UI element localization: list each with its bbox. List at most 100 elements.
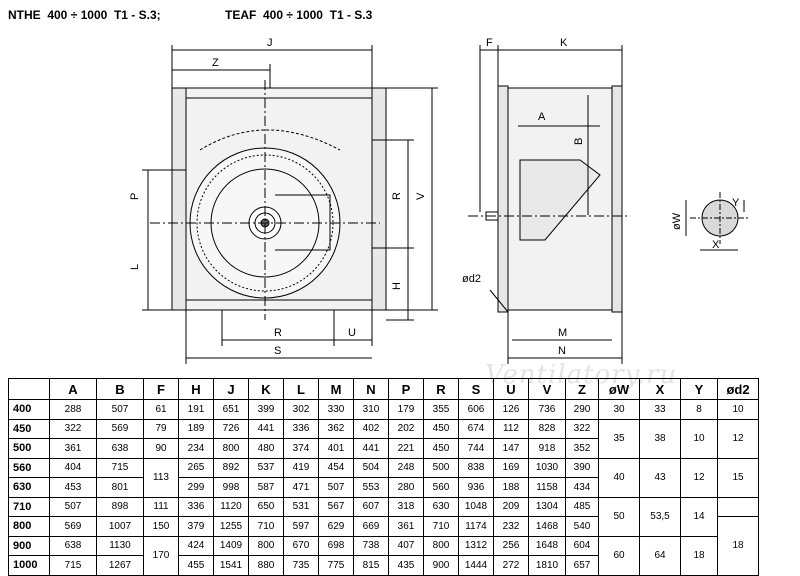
- cell: 651: [213, 399, 249, 420]
- cell: 189: [178, 418, 214, 439]
- cell: 800: [248, 535, 284, 556]
- cell: 726: [213, 418, 249, 439]
- cell: 531: [283, 496, 319, 517]
- label-F: F: [486, 37, 493, 49]
- cell: 607: [353, 496, 389, 517]
- header-cell: K: [248, 378, 284, 400]
- cell: 53,5: [639, 496, 681, 537]
- cell: 1130: [96, 535, 144, 556]
- cell: 553: [353, 477, 389, 498]
- cell: 735: [283, 555, 319, 576]
- cell: 18: [680, 535, 718, 576]
- cell: 604: [565, 535, 599, 556]
- cell: 202: [388, 418, 424, 439]
- cell: 800: [423, 535, 459, 556]
- label-L: L: [129, 264, 141, 270]
- cell: 265: [178, 457, 214, 478]
- cell: 710: [248, 516, 284, 537]
- cell: 10: [680, 418, 718, 459]
- cell: 272: [493, 555, 529, 576]
- cell: 362: [318, 418, 354, 439]
- header-cell: X: [639, 378, 681, 400]
- header-cell: F: [143, 378, 179, 400]
- header-cell: B: [96, 378, 144, 400]
- label-U: U: [348, 327, 356, 339]
- cell: 454: [318, 457, 354, 478]
- cell: 567: [318, 496, 354, 517]
- table-header-row: A B F H J K L M N P R S U V Z øW X Y ød2: [8, 378, 759, 400]
- cell: 10: [717, 399, 759, 420]
- cell: 738: [353, 535, 389, 556]
- cell: 560: [423, 477, 459, 498]
- cell: 507: [96, 399, 144, 420]
- cell: 111: [143, 496, 179, 517]
- cell: 399: [248, 399, 284, 420]
- cell: 650: [248, 496, 284, 517]
- cell: 736: [528, 399, 566, 420]
- cell: 374: [283, 438, 319, 459]
- dimensions-table: A B F H J K L M N P R S U V Z øW X Y ød2…: [8, 378, 759, 576]
- cell: 715: [96, 457, 144, 478]
- cell: [717, 496, 759, 517]
- cell: 12: [717, 418, 759, 459]
- cell: 18: [717, 516, 759, 576]
- cell: 60: [598, 535, 640, 576]
- cell: 1304: [528, 496, 566, 517]
- cell: 126: [493, 399, 529, 420]
- label-B: B: [573, 138, 585, 145]
- cell: 209: [493, 496, 529, 517]
- cell: 1810: [528, 555, 566, 576]
- cell: 441: [248, 418, 284, 439]
- cell: 918: [528, 438, 566, 459]
- side-view: [468, 45, 630, 364]
- cell: 698: [318, 535, 354, 556]
- label-Z: Z: [212, 57, 219, 69]
- shaft-detail: [685, 192, 750, 251]
- cell: 435: [388, 555, 424, 576]
- size-cell: 630: [8, 477, 50, 498]
- cell: 630: [423, 496, 459, 517]
- cell: 450: [423, 438, 459, 459]
- cell: 674: [458, 418, 494, 439]
- cell: 64: [639, 535, 681, 576]
- cell: 150: [143, 516, 179, 537]
- cell: 352: [565, 438, 599, 459]
- header-cell: R: [423, 378, 459, 400]
- cell: 1267: [96, 555, 144, 576]
- label-X: X: [712, 239, 720, 251]
- cell: 14: [680, 496, 718, 537]
- cell: 179: [388, 399, 424, 420]
- cell: 248: [388, 457, 424, 478]
- cell: 221: [388, 438, 424, 459]
- cell: 407: [388, 535, 424, 556]
- cell: 169: [493, 457, 529, 478]
- label-H: H: [391, 282, 403, 290]
- label-S: S: [274, 345, 281, 357]
- cell: 50: [598, 496, 640, 537]
- cell: 800: [213, 438, 249, 459]
- label-od2: ød2: [462, 273, 481, 285]
- cell: 318: [388, 496, 424, 517]
- cell: 232: [493, 516, 529, 537]
- label-R-side: R: [391, 192, 403, 200]
- cell: 288: [49, 399, 97, 420]
- cell: 234: [178, 438, 214, 459]
- cell: 1255: [213, 516, 249, 537]
- cell: 880: [248, 555, 284, 576]
- cell: 1174: [458, 516, 494, 537]
- cell: 569: [49, 516, 97, 537]
- header-cell: M: [318, 378, 354, 400]
- cell: 90: [143, 438, 179, 459]
- cell: 657: [565, 555, 599, 576]
- cell: 1468: [528, 516, 566, 537]
- cell: 424: [178, 535, 214, 556]
- size-cell: 800: [8, 516, 50, 537]
- cell: 434: [565, 477, 599, 498]
- cell: 441: [353, 438, 389, 459]
- cell: 61: [143, 399, 179, 420]
- cell: 898: [96, 496, 144, 517]
- title-nthe: NTHE 400 ÷ 1000 T1 - S.3;: [8, 8, 161, 22]
- cell: 379: [178, 516, 214, 537]
- cell: 322: [565, 418, 599, 439]
